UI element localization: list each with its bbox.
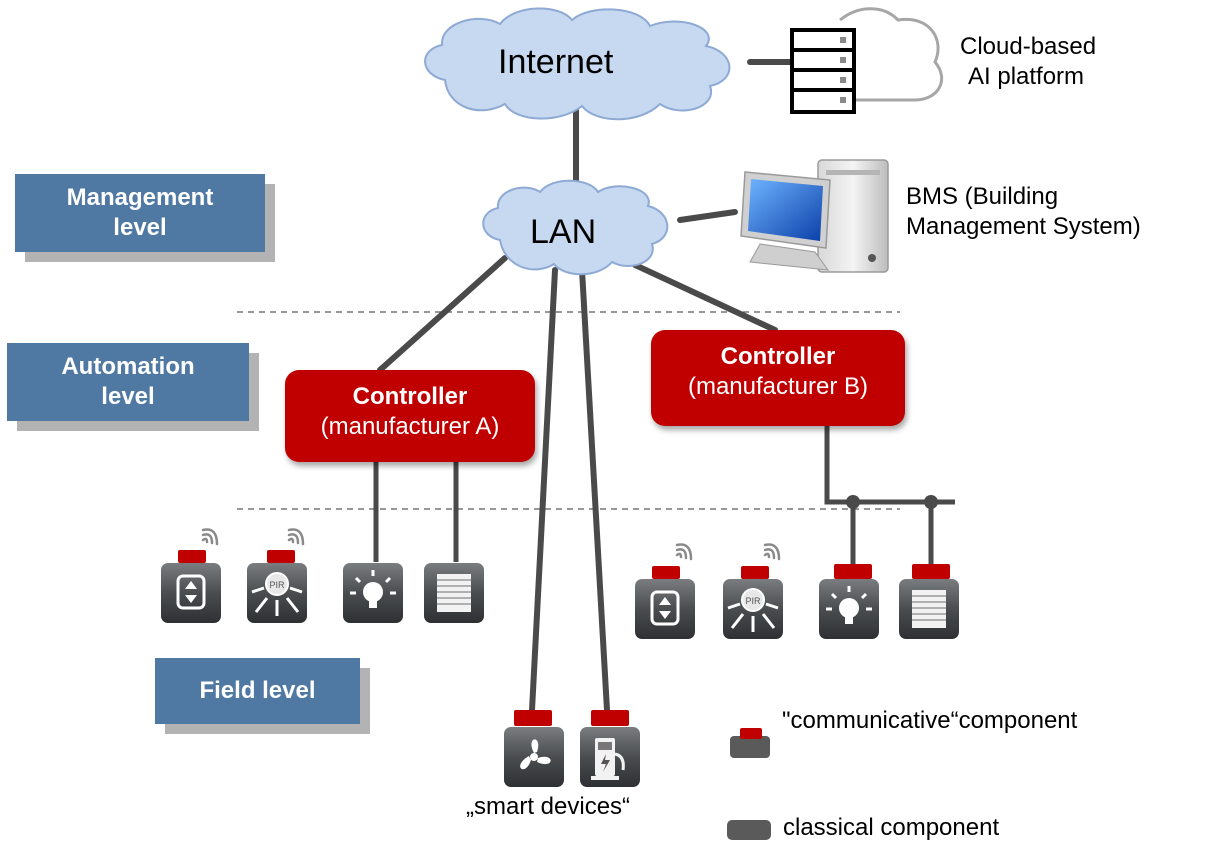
controller-a-subtitle: (manufacturer A) bbox=[320, 413, 500, 440]
management-level-line1: Management bbox=[66, 184, 214, 211]
internet-cloud bbox=[424, 7, 731, 121]
controller-b: Controller (manufacturer B) bbox=[651, 330, 905, 426]
network-links bbox=[377, 59, 793, 713]
wireless-icon bbox=[287, 528, 305, 546]
communicative-marker bbox=[178, 550, 206, 563]
blind-icon bbox=[898, 564, 960, 640]
smart-devices-label: „smart devices“ bbox=[466, 793, 631, 820]
communicative-marker bbox=[591, 710, 629, 726]
wireless-icon bbox=[763, 543, 781, 561]
communicative-marker bbox=[912, 564, 950, 579]
cloud-ai-label: Cloud-based AI platform bbox=[960, 32, 1160, 92]
field-devices-a bbox=[160, 528, 485, 624]
controller-a: Controller (manufacturer A) bbox=[285, 370, 535, 462]
bus-junction bbox=[924, 495, 938, 509]
ev-charger-icon bbox=[579, 710, 641, 788]
controller-a-title: Controller bbox=[352, 383, 468, 410]
link-lan-controller-b bbox=[632, 262, 778, 333]
wireless-icon bbox=[675, 543, 693, 561]
cloud-ai-label-line1: Cloud-based bbox=[960, 33, 1097, 60]
link-lan-bms bbox=[677, 209, 738, 223]
shade-control-icon bbox=[634, 543, 696, 640]
bms-label: BMS (Building Management System) bbox=[906, 182, 1226, 242]
light-icon bbox=[818, 564, 880, 640]
internet-label: Internet bbox=[498, 43, 614, 81]
lan-cloud bbox=[482, 179, 669, 276]
shade-control-icon bbox=[160, 528, 222, 624]
management-level-box: Management level bbox=[15, 174, 277, 264]
blind-icon bbox=[423, 562, 485, 624]
light-icon bbox=[342, 562, 404, 624]
bms-label-line2: Management System) bbox=[906, 213, 1141, 240]
legend-communicative-icon bbox=[730, 728, 770, 758]
controller-b-title: Controller bbox=[720, 343, 836, 370]
communicative-marker bbox=[267, 550, 295, 563]
legend-classical-icon bbox=[727, 820, 771, 840]
smart-devices bbox=[504, 710, 641, 788]
bms-computer-icon bbox=[740, 159, 889, 273]
communicative-marker bbox=[514, 710, 552, 726]
cloud-ai-label-line2: AI platform bbox=[968, 63, 1085, 90]
link-lan-charger bbox=[579, 267, 610, 713]
link-lan-fan bbox=[529, 267, 558, 713]
pir-sensor-icon bbox=[246, 528, 308, 624]
communicative-marker bbox=[652, 566, 680, 579]
automation-level-line1: Automation bbox=[61, 353, 195, 380]
communicative-marker bbox=[834, 564, 872, 579]
link-lan-controller-a bbox=[377, 255, 508, 373]
management-level-line2: level bbox=[113, 214, 167, 241]
controller-b-subtitle: (manufacturer B) bbox=[687, 373, 869, 400]
bms-label-line1: BMS (Building bbox=[906, 183, 1059, 210]
wireless-icon bbox=[201, 528, 219, 546]
field-devices-b bbox=[634, 543, 960, 640]
legend-communicative-label: "communicative“component bbox=[782, 707, 1078, 734]
lan-label: LAN bbox=[530, 213, 597, 251]
communicative-marker bbox=[741, 566, 769, 579]
field-level-label: Field level bbox=[199, 677, 316, 704]
automation-level-box: Automation level bbox=[7, 343, 260, 433]
field-level-box: Field level bbox=[155, 658, 370, 738]
automation-level-line2: level bbox=[101, 383, 155, 410]
legend-classical-label: classical component bbox=[783, 814, 1000, 841]
pir-sensor-icon bbox=[722, 543, 784, 640]
bus-junction bbox=[846, 495, 860, 509]
field-links bbox=[373, 425, 955, 568]
fan-icon bbox=[504, 710, 564, 787]
server-icon bbox=[790, 28, 856, 114]
ai-cloud-outline bbox=[830, 7, 944, 102]
